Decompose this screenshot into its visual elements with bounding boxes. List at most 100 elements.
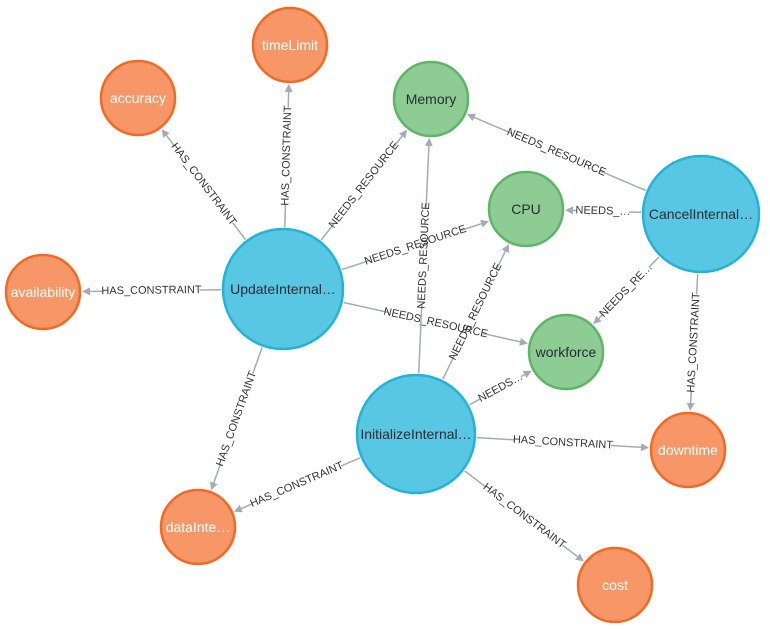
edge-line <box>562 544 580 559</box>
node-label: CPU <box>511 201 541 217</box>
edge-label: NEEDS… <box>476 371 525 405</box>
arrowhead-icon <box>519 337 528 346</box>
edge-line <box>239 503 253 511</box>
arrowhead-icon <box>480 219 489 228</box>
edge-e10[interactable]: NEEDS_RE… <box>593 256 660 325</box>
node-cpu[interactable]: CPU <box>487 170 565 248</box>
node-label: downtime <box>658 442 718 458</box>
node-cost[interactable]: cost <box>576 546 654 624</box>
edge-label: NEEDS_RESOURCE <box>505 126 608 179</box>
edge-label: HAS_CONSTRAINT <box>513 434 614 452</box>
arrowhead-icon <box>284 83 293 93</box>
edge-e16[interactable]: HAS_CONSTRAINT <box>233 457 361 513</box>
node-timeLimit[interactable]: timeLimit <box>251 6 329 84</box>
edge-label: NEEDS_RESOURCE <box>363 223 468 268</box>
edge-e1[interactable]: HAS_CONSTRAINT <box>161 129 247 241</box>
node-label: CancelInternal… <box>649 206 753 222</box>
arrowhead-icon <box>424 137 433 147</box>
edge-e17[interactable]: HAS_CONSTRAINT <box>464 470 584 562</box>
node-memory[interactable]: Memory <box>392 60 470 138</box>
edge-line <box>482 332 523 343</box>
node-availability[interactable]: availability <box>4 253 82 331</box>
edge-line <box>476 436 516 441</box>
node-initialize[interactable]: InitializeInternal… <box>355 373 477 495</box>
edge-line <box>393 134 404 148</box>
edge-line <box>695 273 699 295</box>
edge-line <box>232 222 247 241</box>
edge-line <box>341 259 370 271</box>
edge-line <box>469 398 481 406</box>
edge-line <box>460 222 484 232</box>
edge-label: HAS_CONSTRAINT <box>481 481 568 551</box>
node-label: cost <box>602 577 628 593</box>
edge-line <box>343 301 389 314</box>
edge-e5[interactable]: NEEDS_RESOURCE <box>341 219 489 271</box>
edge-e13[interactable]: NEEDS_RESOURCE <box>442 244 509 380</box>
node-label: timeLimit <box>262 37 318 53</box>
edge-label: HAS_CONSTRAINT <box>248 460 345 510</box>
node-accuracy[interactable]: accuracy <box>99 59 177 137</box>
node-label: accuracy <box>110 90 166 106</box>
constraint-node-circle <box>99 59 177 137</box>
edge-e4[interactable]: HAS_CONSTRAINT <box>81 284 222 297</box>
process-node-circle <box>641 154 761 274</box>
constraint-node-circle <box>4 253 82 331</box>
edge-label: HAS_CONSTRAINT <box>279 105 294 206</box>
edge-line <box>464 470 487 488</box>
edge-e9[interactable]: NEEDS_… <box>564 204 642 218</box>
node-label: Memory <box>406 91 457 107</box>
edge-label: NEEDS_RE… <box>597 261 655 320</box>
arrowhead-icon <box>564 206 574 215</box>
process-node-circle <box>221 227 345 351</box>
edge-label: NEEDS_… <box>575 204 630 218</box>
edge-line <box>287 89 290 108</box>
node-label: availability <box>11 284 76 300</box>
edge-e14[interactable]: NEEDS… <box>469 370 532 406</box>
node-label: UpdateInternal… <box>230 281 336 297</box>
edge-e15[interactable]: HAS_CONSTRAINT <box>476 434 650 452</box>
edge-label: HAS_CONSTRAINT <box>168 141 238 228</box>
edge-line <box>425 143 430 208</box>
arrowhead-icon <box>81 287 91 296</box>
arrowhead-icon <box>233 504 243 513</box>
edge-e7[interactable]: HAS_CONSTRAINT <box>210 347 263 491</box>
arrowhead-icon <box>501 244 509 253</box>
edge-label: HAS_CONSTRAINT <box>685 292 703 393</box>
edge-line <box>212 463 222 485</box>
node-dataInte[interactable]: dataInte… <box>159 488 237 566</box>
edge-line <box>648 256 660 268</box>
process-node-circle <box>355 373 477 495</box>
edge-line <box>164 133 176 147</box>
edge-line <box>689 390 693 406</box>
arrowhead-icon <box>161 129 170 138</box>
arrowhead-icon <box>522 370 532 379</box>
edge-line <box>284 203 287 228</box>
node-update[interactable]: UpdateInternal… <box>221 227 345 351</box>
edge-label: NEEDS_RESOURCE <box>327 139 402 230</box>
edge-line <box>417 303 423 374</box>
arrowhead-icon <box>640 443 650 452</box>
edge-e11[interactable]: HAS_CONSTRAINT <box>685 273 703 412</box>
edge-label: NEEDS_RESOURCE <box>416 202 433 309</box>
node-downtime[interactable]: downtime <box>649 411 727 489</box>
node-workforce[interactable]: workforce <box>527 313 605 391</box>
edge-line <box>600 170 647 192</box>
edge-e12[interactable]: NEEDS_RESOURCE <box>416 137 433 374</box>
edge-e2[interactable]: HAS_CONSTRAINT <box>279 83 294 228</box>
arrowhead-icon <box>466 113 476 122</box>
edge-e8[interactable]: NEEDS_RESOURCE <box>466 113 647 192</box>
node-cancel[interactable]: CancelInternal… <box>641 154 761 274</box>
arrowhead-icon <box>398 129 408 139</box>
node-label: workforce <box>535 344 597 360</box>
edge-e3[interactable]: NEEDS_RESOURCE <box>320 129 408 241</box>
node-label: InitializeInternal… <box>360 426 471 442</box>
edge-line <box>252 347 263 374</box>
edge-line <box>320 222 336 241</box>
edge-line <box>496 249 507 269</box>
edge-e6[interactable]: NEEDS_RESOURCE <box>343 301 528 346</box>
edge-label: HAS_CONSTRAINT <box>214 369 259 468</box>
node-label: dataInte… <box>166 519 231 535</box>
edge-label: HAS_CONSTRAINT <box>101 284 202 297</box>
edge-line <box>610 444 644 449</box>
